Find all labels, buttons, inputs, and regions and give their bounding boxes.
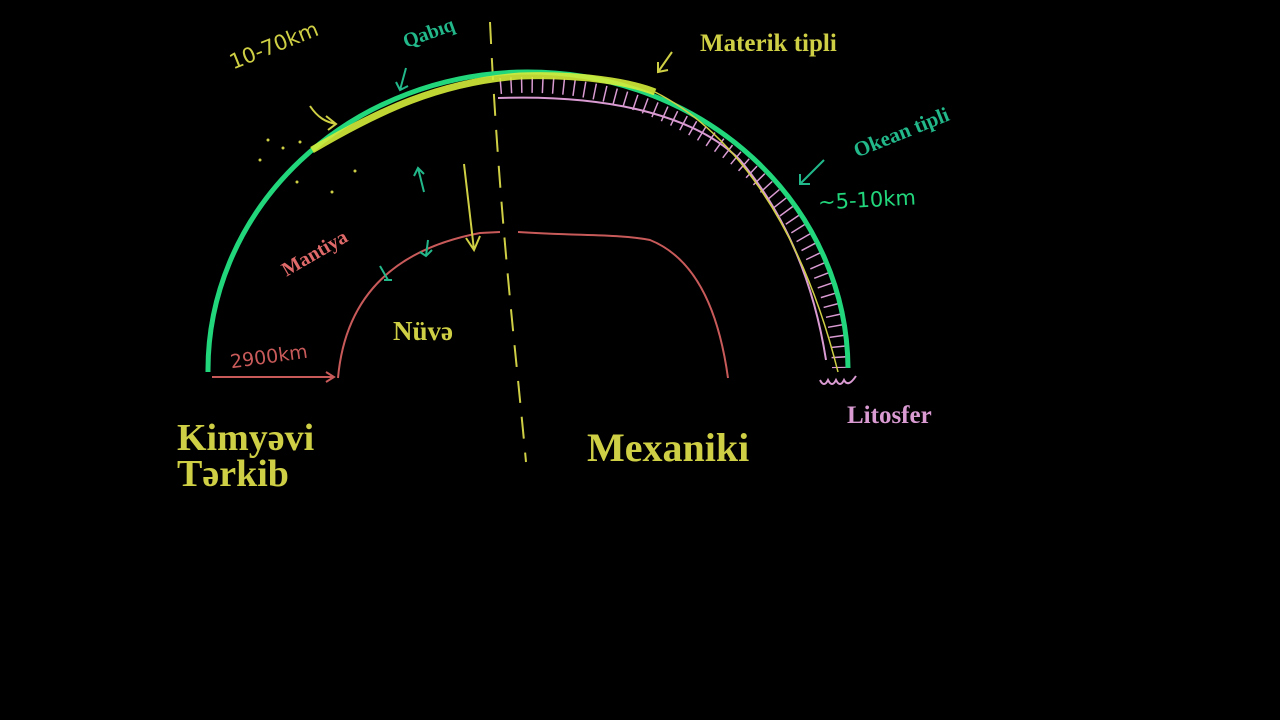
chemical-heading-line1: Kimyəvi bbox=[177, 417, 315, 459]
lithosphere-hatching bbox=[499, 76, 848, 369]
chemical-composition-heading: Kimyəvi Tərkib bbox=[177, 417, 315, 495]
arrow-oceanic-icon bbox=[799, 159, 825, 185]
arrow-crust-thickness-icon bbox=[309, 105, 338, 131]
divider-line bbox=[489, 21, 527, 463]
lithosphere-label: Litosfer bbox=[847, 402, 932, 429]
core-label: Nüvə bbox=[393, 316, 453, 346]
crust-yellow-continental bbox=[310, 72, 657, 154]
arrow-up-mantle-icon bbox=[413, 166, 425, 193]
arrow-mantle-small-icon bbox=[379, 265, 392, 281]
core-mantle-boundary bbox=[337, 231, 729, 379]
lithosphere-brace bbox=[819, 375, 857, 385]
chemical-heading-line2: Tərkib bbox=[177, 453, 289, 495]
arrows-green bbox=[379, 67, 825, 281]
arrow-mantle-small2-icon bbox=[419, 239, 433, 258]
oceanic-thickness-label: ~5-10km bbox=[817, 185, 917, 215]
arrow-down-core-icon bbox=[463, 163, 481, 253]
lithosphere-boundary bbox=[497, 96, 827, 361]
arrows-yellow bbox=[309, 51, 673, 253]
arrow-continental-icon bbox=[657, 51, 673, 74]
crust-dots bbox=[258, 138, 357, 194]
mantle-thickness-arrow bbox=[212, 371, 336, 383]
crust-yellow-thin bbox=[654, 91, 839, 373]
crust-green bbox=[205, 69, 851, 373]
mechanical-heading: Mexaniki bbox=[587, 425, 750, 470]
continental-crust-label: Materik tipli bbox=[700, 30, 837, 57]
arrow-crust-icon bbox=[395, 67, 409, 92]
